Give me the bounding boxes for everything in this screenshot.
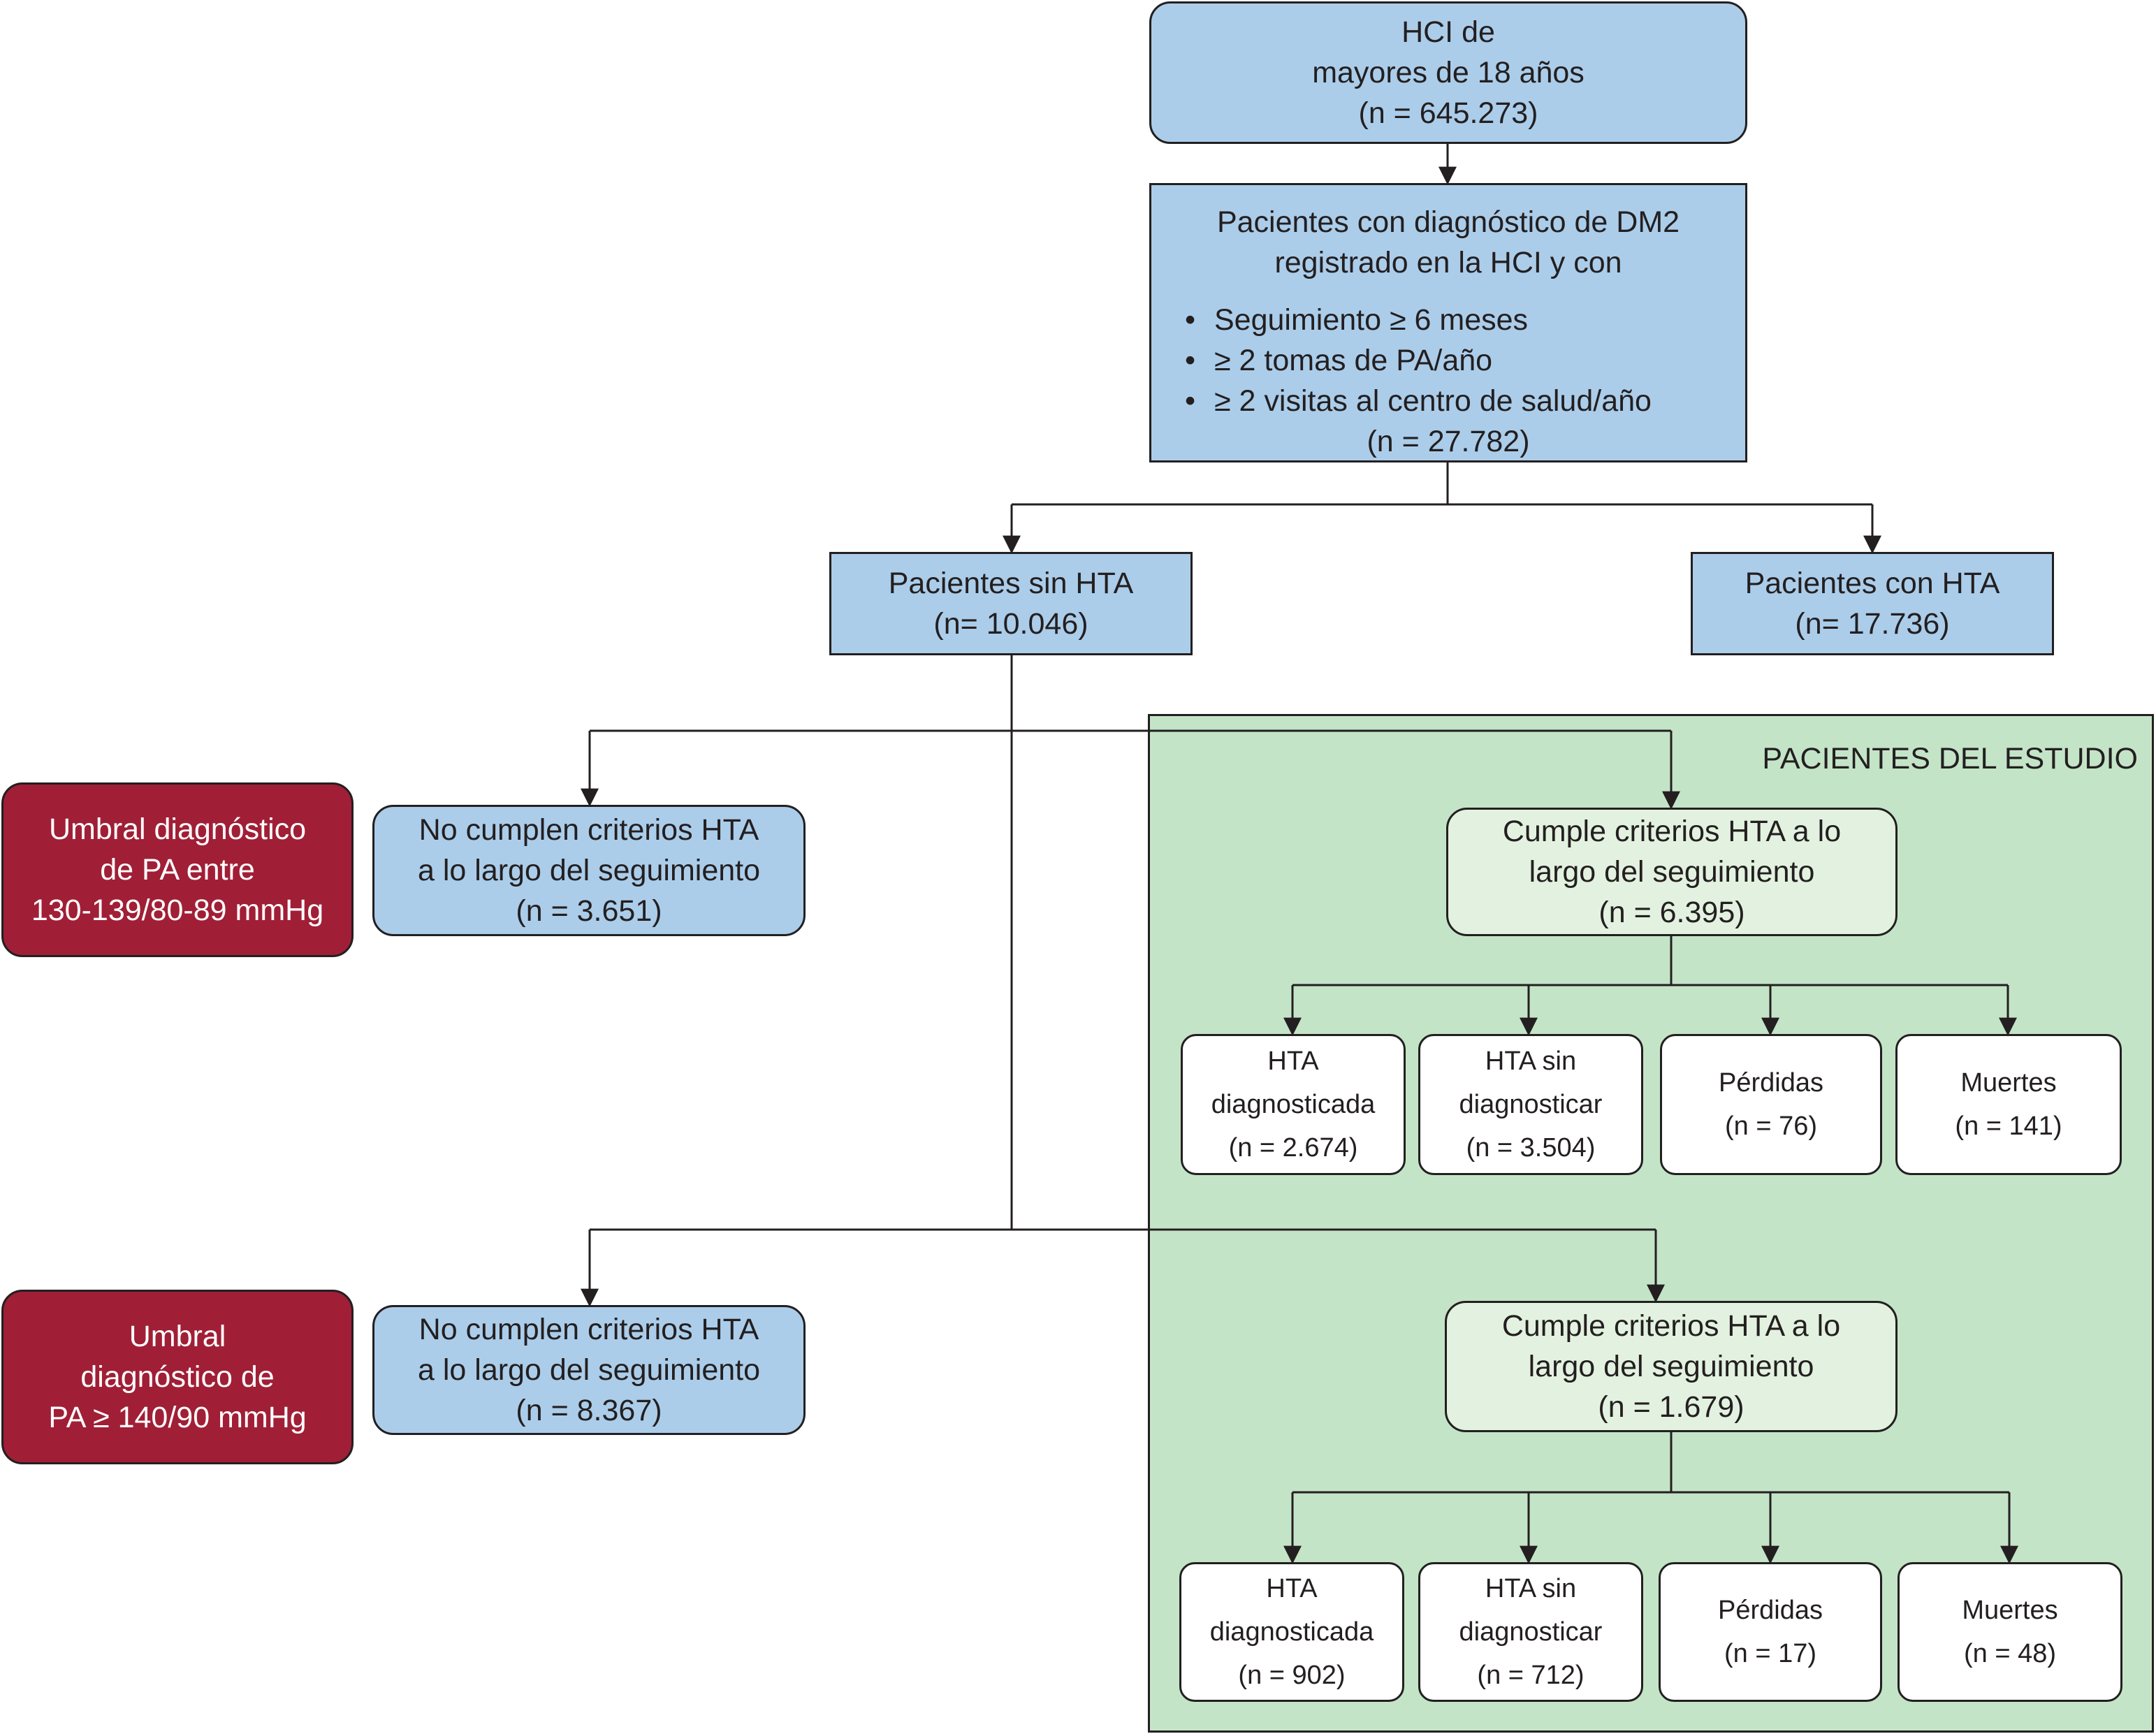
meeting-140-line: Cumple criterios HTA a lo <box>1501 1309 1841 1343</box>
outcome-line: HTA sin <box>1485 1574 1577 1603</box>
not-meeting-130-line: a lo largo del seguimiento <box>417 854 761 887</box>
outcome-line: Muertes <box>1960 1068 2057 1098</box>
source-population-box: HCI de mayores de 18 años (n = 645.273) <box>1149 1 1747 144</box>
outcome-line: HTA <box>1267 1047 1319 1076</box>
dm2-count: (n = 27.782) <box>1367 425 1530 458</box>
outcome-130-diagnosed-box: HTA diagnosticada (n = 2.674) <box>1181 1034 1406 1175</box>
outcome-line: diagnosticar <box>1459 1617 1603 1647</box>
outcome-130-lost-box: Pérdidas (n = 76) <box>1660 1034 1882 1175</box>
dm2-heading-line: registrado en la HCI y con <box>1274 246 1622 279</box>
not-meeting-140-line: (n = 8.367) <box>516 1394 662 1427</box>
patients-without-hta-box: Pacientes sin HTA (n= 10.046) <box>829 552 1193 655</box>
threshold-140-label-box: Umbral diagnóstico de PA ≥ 140/90 mmHg <box>1 1290 354 1464</box>
outcome-130-deaths-box: Muertes (n = 141) <box>1895 1034 2122 1175</box>
outcome-line: Pérdidas <box>1718 1596 1823 1625</box>
inclusion-criterion: Seguimiento ≥ 6 meses <box>1185 300 1745 340</box>
source-line: HCI de <box>1401 15 1495 49</box>
meeting-criteria-130-box: Cumple criterios HTA a lo largo del segu… <box>1446 808 1898 936</box>
outcome-140-undiagnosed-box: HTA sin diagnosticar (n = 712) <box>1418 1562 1643 1702</box>
outcome-line: HTA sin <box>1485 1047 1577 1076</box>
outcome-line: diagnosticar <box>1459 1090 1603 1119</box>
meeting-130-line: largo del seguimiento <box>1529 855 1815 889</box>
meeting-130-line: (n = 6.395) <box>1598 896 1745 929</box>
not-meeting-130-line: No cumplen criterios HTA <box>418 813 759 847</box>
patients-with-hta-box: Pacientes con HTA (n= 17.736) <box>1691 552 2054 655</box>
without-hta-line: (n= 10.046) <box>933 607 1088 641</box>
with-hta-line: (n= 17.736) <box>1795 607 1950 641</box>
dm2-patients-box: Pacientes con diagnóstico de DM2 registr… <box>1149 183 1747 462</box>
meeting-140-line: (n = 1.679) <box>1598 1390 1745 1424</box>
not-meeting-criteria-140-box: No cumplen criterios HTA a lo largo del … <box>372 1305 806 1435</box>
outcome-130-undiagnosed-box: HTA sin diagnosticar (n = 3.504) <box>1418 1034 1643 1175</box>
source-line: mayores de 18 años <box>1312 56 1585 89</box>
study-region-title: PACIENTES DEL ESTUDIO <box>1762 742 2138 775</box>
not-meeting-criteria-130-box: No cumplen criterios HTA a lo largo del … <box>372 805 806 936</box>
inclusion-criteria-list: Seguimiento ≥ 6 meses ≥ 2 tomas de PA/añ… <box>1151 300 1745 421</box>
threshold-130-line: Umbral diagnóstico <box>48 813 307 846</box>
threshold-130-line: de PA entre <box>100 853 255 887</box>
threshold-130-label-box: Umbral diagnóstico de PA entre 130-139/8… <box>1 782 354 957</box>
threshold-130-line: 130-139/80-89 mmHg <box>31 894 324 927</box>
outcome-140-deaths-box: Muertes (n = 48) <box>1898 1562 2122 1702</box>
meeting-140-line: largo del seguimiento <box>1528 1350 1814 1383</box>
threshold-140-line: PA ≥ 140/90 mmHg <box>48 1401 307 1434</box>
meeting-130-line: Cumple criterios HTA a lo <box>1502 815 1842 848</box>
outcome-line: (n = 141) <box>1955 1112 2062 1141</box>
outcome-line: diagnosticada <box>1211 1090 1376 1119</box>
outcome-line: HTA <box>1266 1574 1318 1603</box>
not-meeting-140-line: a lo largo del seguimiento <box>417 1353 761 1387</box>
not-meeting-130-line: (n = 3.651) <box>516 894 662 928</box>
outcome-140-lost-box: Pérdidas (n = 17) <box>1659 1562 1882 1702</box>
outcome-line: (n = 712) <box>1477 1661 1585 1690</box>
threshold-140-line: Umbral <box>129 1320 226 1353</box>
outcome-line: (n = 17) <box>1724 1639 1817 1668</box>
without-hta-line: Pacientes sin HTA <box>888 567 1134 600</box>
threshold-140-line: diagnóstico de <box>80 1360 275 1394</box>
meeting-criteria-140-box: Cumple criterios HTA a lo largo del segu… <box>1445 1301 1898 1432</box>
inclusion-criterion: ≥ 2 visitas al centro de salud/año <box>1185 381 1745 421</box>
outcome-line: (n = 76) <box>1724 1112 1818 1141</box>
outcome-line: Pérdidas <box>1719 1068 1823 1098</box>
outcome-line: (n = 48) <box>1963 1639 2057 1668</box>
outcome-line: (n = 3.504) <box>1466 1133 1596 1163</box>
dm2-heading-line: Pacientes con diagnóstico de DM2 <box>1216 205 1680 239</box>
source-line: (n = 645.273) <box>1358 96 1538 130</box>
outcome-line: (n = 902) <box>1238 1661 1346 1690</box>
outcome-line: (n = 2.674) <box>1228 1133 1358 1163</box>
outcome-line: Muertes <box>1962 1596 2058 1625</box>
outcome-140-diagnosed-box: HTA diagnosticada (n = 902) <box>1179 1562 1404 1702</box>
not-meeting-140-line: No cumplen criterios HTA <box>418 1313 759 1346</box>
with-hta-line: Pacientes con HTA <box>1745 567 2000 600</box>
inclusion-criterion: ≥ 2 tomas de PA/año <box>1185 340 1745 381</box>
outcome-line: diagnosticada <box>1209 1617 1374 1647</box>
